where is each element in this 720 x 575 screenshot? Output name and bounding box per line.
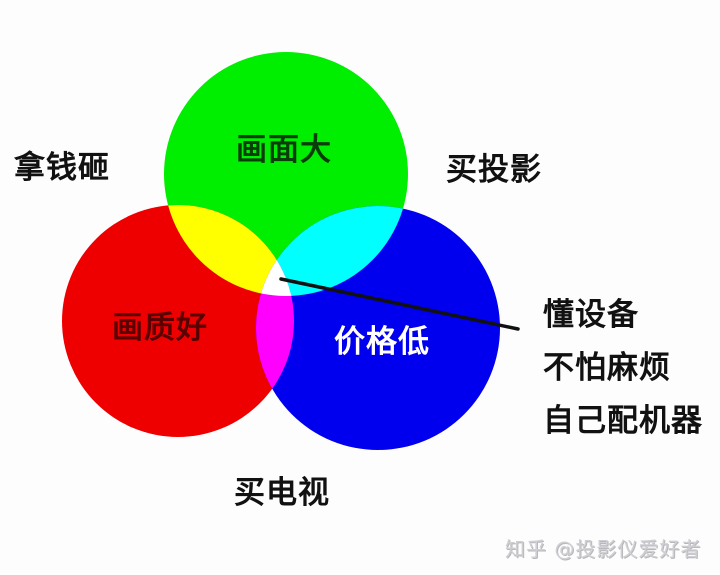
label-buy-tv: 买电视: [234, 475, 330, 511]
callout-pointer-line: [279, 277, 520, 331]
label-red-image-quality: 画质好: [112, 310, 208, 346]
label-pay-money: 拿钱砸: [14, 150, 110, 186]
label-blue-low-price: 价格低: [334, 324, 430, 360]
overlap-green-blue: [256, 206, 408, 296]
overlap-red-green: [164, 205, 294, 296]
callout-line-2: 不怕麻烦: [543, 350, 671, 386]
label-buy-projector: 买投影: [446, 152, 542, 188]
label-green-screen-size: 画面大: [236, 132, 332, 168]
callout-line-1: 懂设备: [543, 297, 639, 333]
watermark: 知乎 @投影仪爱好者: [505, 537, 702, 561]
callout-line-3: 自己配机器: [543, 403, 703, 439]
